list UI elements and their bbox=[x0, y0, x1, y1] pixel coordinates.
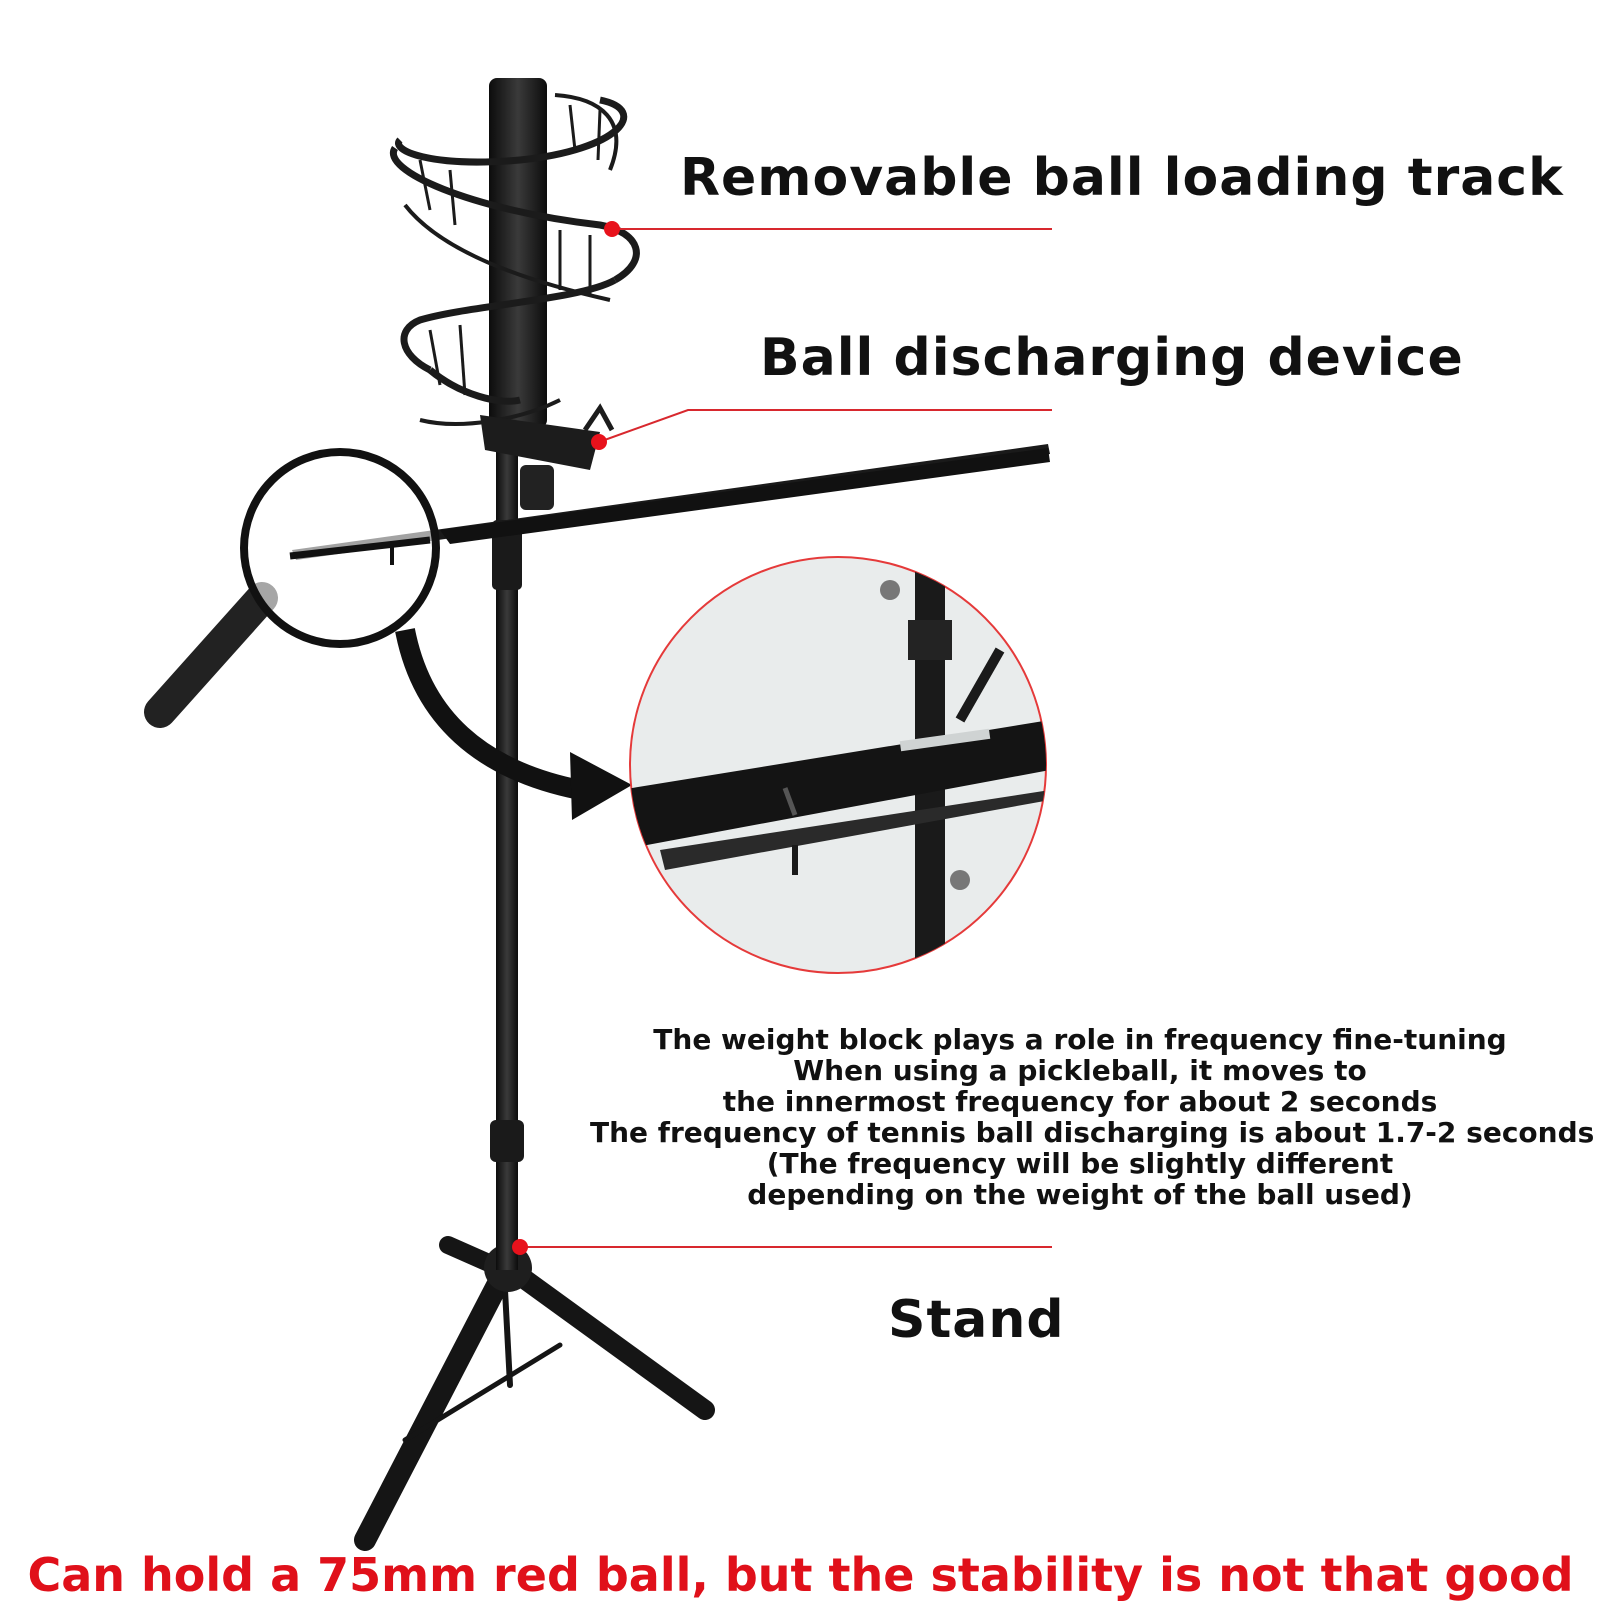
top-column bbox=[489, 78, 547, 428]
note-line: When using a pickleball, it moves to bbox=[793, 1054, 1367, 1087]
label-discharging-device: Ball discharging device bbox=[760, 328, 1464, 388]
note-line: the innermost frequency for about 2 seco… bbox=[722, 1085, 1438, 1118]
note-line: (The frequency will be slightly differen… bbox=[766, 1147, 1394, 1180]
magnifier-icon bbox=[144, 448, 440, 728]
frequency-note: The weight block plays a role in frequen… bbox=[590, 1023, 1595, 1211]
detail-zoom-circle bbox=[629, 556, 1047, 974]
note-line: The weight block plays a role in frequen… bbox=[653, 1023, 1507, 1056]
main-pole bbox=[496, 440, 518, 1270]
note-line: The frequency of tennis ball discharging… bbox=[590, 1116, 1595, 1149]
footer-warning: Can hold a 75mm red ball, but the stabil… bbox=[27, 1548, 1574, 1602]
note-line: depending on the weight of the ball used… bbox=[747, 1178, 1413, 1211]
curved-arrow-icon bbox=[395, 628, 632, 820]
pole-clamp-upper bbox=[492, 520, 522, 590]
label-loading-track: Removable ball loading track bbox=[680, 148, 1564, 208]
tripod-stand bbox=[354, 1236, 715, 1551]
callout-dots bbox=[512, 221, 620, 1255]
pole-clamp bbox=[490, 1120, 524, 1162]
discharging-device bbox=[480, 403, 615, 510]
label-stand: Stand bbox=[888, 1290, 1065, 1350]
callout-lines bbox=[520, 228, 1052, 1248]
spiral-ball-track bbox=[389, 93, 640, 426]
